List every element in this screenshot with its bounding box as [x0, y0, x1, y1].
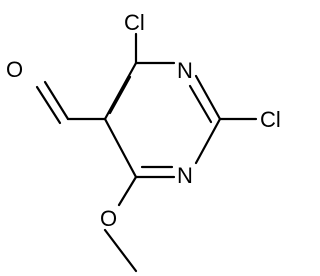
bond-cho-o	[43, 80, 70, 121]
bond-c6-c5	[103, 117, 138, 179]
atom-n-top: N	[177, 58, 193, 83]
bond-c2-n1	[194, 117, 222, 165]
atom-cl-right: Cl	[260, 107, 281, 132]
atom-cl-top: Cl	[124, 10, 145, 35]
structure-canvas: Cl N Cl N O O	[6, 10, 281, 273]
bond-o-ch3	[103, 228, 138, 273]
bond-cho-o-inner	[35, 85, 62, 125]
molecule-drawing: Cl N Cl N O O	[6, 10, 281, 273]
bond-c6-o	[117, 175, 138, 207]
bond-n3-c2-inner	[188, 84, 213, 124]
bond-c4-c5	[103, 61, 138, 121]
bond-c4-c5-inner	[108, 75, 132, 115]
atom-n-bottom: N	[177, 163, 193, 188]
bond-n3-c2	[194, 74, 222, 121]
atom-o-aldehyde: O	[6, 57, 23, 82]
atom-o-methoxy: O	[100, 206, 117, 231]
